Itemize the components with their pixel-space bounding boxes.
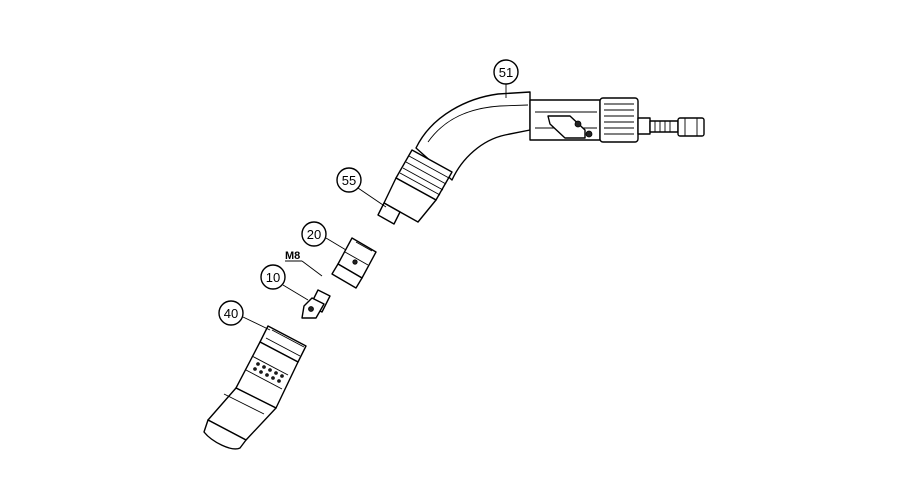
callout-20-label: 20 bbox=[307, 227, 321, 242]
contact-tip-part-10 bbox=[301, 289, 331, 319]
callout-40: 40 bbox=[218, 300, 271, 331]
callout-40-label: 40 bbox=[224, 306, 238, 321]
thread-size-label: M8 bbox=[285, 250, 323, 277]
tip-holder-part-20 bbox=[331, 237, 377, 289]
callout-55: 55 bbox=[336, 167, 387, 208]
callout-20: 20 bbox=[301, 221, 347, 251]
callout-51: 51 bbox=[493, 59, 519, 98]
swan-neck-part-51 bbox=[377, 91, 705, 225]
knurl-band bbox=[253, 362, 284, 383]
gas-nozzle-part-40 bbox=[203, 325, 307, 450]
callout-10-label: 10 bbox=[266, 270, 280, 285]
thread-size-text: M8 bbox=[285, 250, 300, 262]
callout-55-label: 55 bbox=[342, 173, 356, 188]
callout-10: 10 bbox=[260, 264, 309, 301]
callout-51-label: 51 bbox=[499, 65, 513, 80]
